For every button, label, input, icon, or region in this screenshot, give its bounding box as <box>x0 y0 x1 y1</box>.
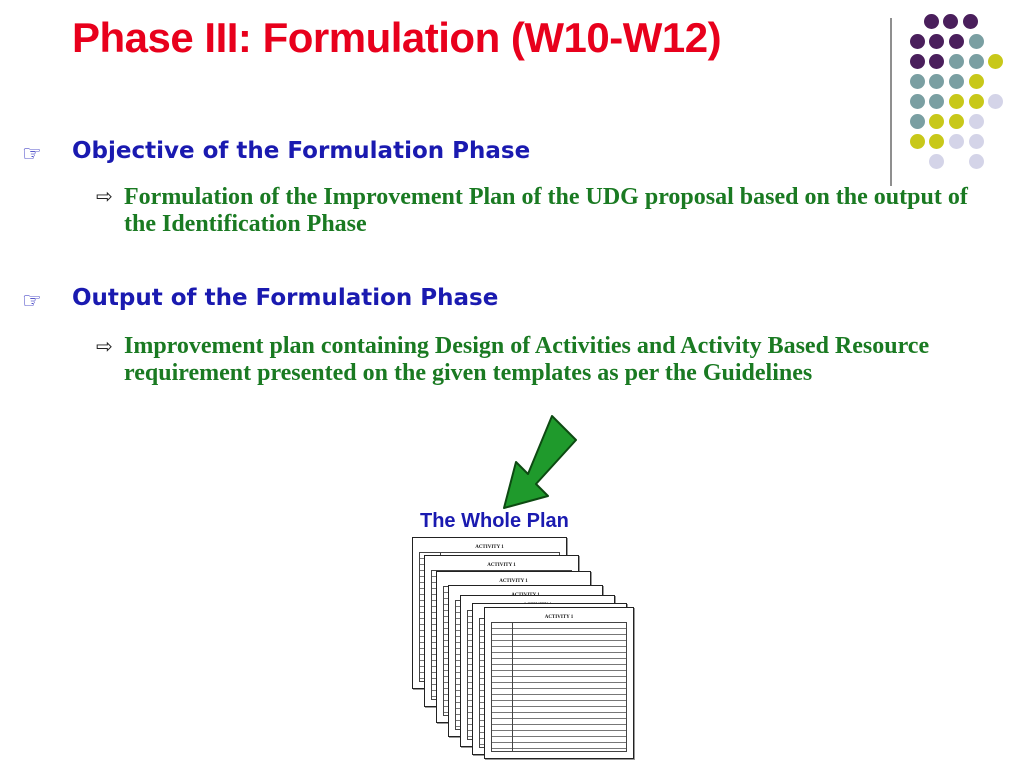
template-heading: ACTIVITY 1 <box>544 615 574 620</box>
decor-dot <box>969 154 984 169</box>
decor-dot <box>943 14 958 29</box>
template-pages-stack: ACTIVITY 1 ACTIVITY 1 ACTIVITY 1 ACTIVIT… <box>410 535 640 765</box>
decor-dot <box>949 134 964 149</box>
bullet-heading-output: Output of the Formulation Phase <box>72 285 499 311</box>
decor-dot <box>929 74 944 89</box>
decor-dot <box>969 54 984 69</box>
template-heading: ACTIVITY 1 <box>499 579 528 584</box>
decor-dot <box>949 94 964 109</box>
template-heading: ACTIVITY 1 <box>487 563 516 568</box>
decor-dot <box>910 34 925 49</box>
decor-dot <box>929 114 944 129</box>
white-arrow-icon: ⇨ <box>96 336 113 358</box>
pointing-hand-icon: ☞ <box>22 288 42 313</box>
decor-dot <box>988 54 1003 69</box>
decor-dot <box>929 94 944 109</box>
decor-dot <box>910 134 925 149</box>
dot-grid-decoration <box>908 14 1018 169</box>
bullet-sub-output: Improvement plan containing Design of Ac… <box>124 333 930 386</box>
decor-dot <box>969 94 984 109</box>
decor-dot <box>949 114 964 129</box>
decor-dot <box>910 114 925 129</box>
decor-dot <box>969 114 984 129</box>
green-down-left-arrow-icon <box>503 415 577 509</box>
pointing-hand-icon: ☞ <box>22 141 42 166</box>
decor-dot <box>969 74 984 89</box>
vertical-divider <box>890 18 892 186</box>
template-page-front: ACTIVITY 1 <box>484 607 634 759</box>
decor-dot <box>924 14 939 29</box>
decor-dot <box>949 74 964 89</box>
decor-dot <box>969 34 984 49</box>
template-heading: ACTIVITY 1 <box>475 545 504 550</box>
decor-dot <box>988 94 1003 109</box>
decor-dot <box>929 54 944 69</box>
slide-title: Phase III: Formulation (W10-W12) <box>72 14 722 61</box>
decor-dot <box>949 34 964 49</box>
whole-plan-caption: The Whole Plan <box>420 510 569 532</box>
bullet-heading-objective: Objective of the Formulation Phase <box>72 138 531 164</box>
white-arrow-icon: ⇨ <box>96 186 113 208</box>
decor-dot <box>910 94 925 109</box>
decor-dot <box>910 54 925 69</box>
decor-dot <box>969 134 984 149</box>
bullet-sub-objective: Formulation of the Improvement Plan of t… <box>124 184 968 237</box>
decor-dot <box>929 34 944 49</box>
decor-dot <box>949 54 964 69</box>
decor-dot <box>929 154 944 169</box>
decor-dot <box>963 14 978 29</box>
decor-dot <box>929 134 944 149</box>
decor-dot <box>910 74 925 89</box>
